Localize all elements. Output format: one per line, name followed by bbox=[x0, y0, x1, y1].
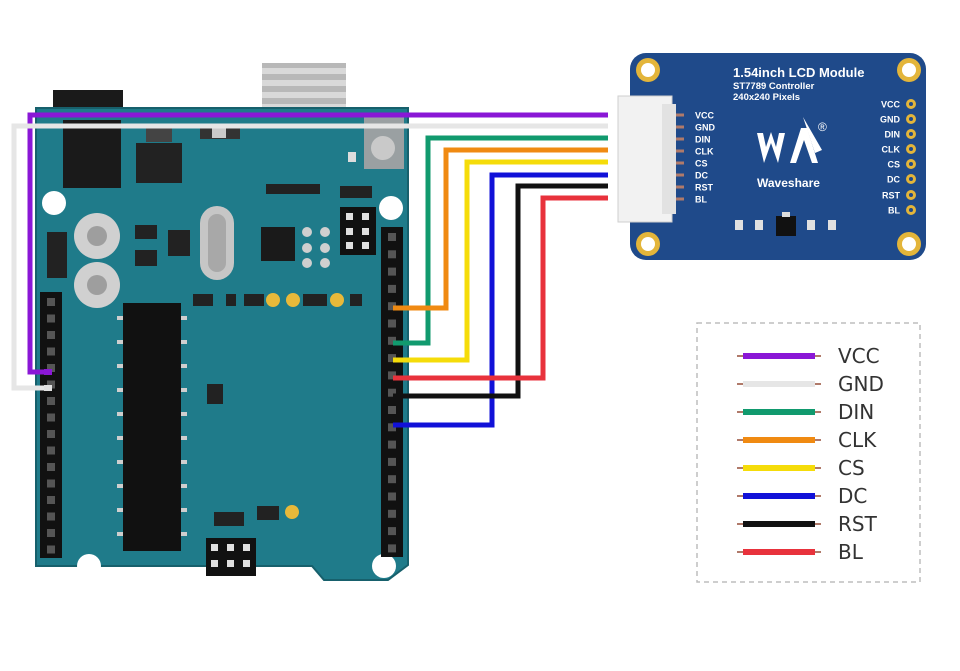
lcd-pad-label-cs: CS bbox=[887, 160, 900, 170]
wire-vcc bbox=[27, 112, 608, 375]
legend-swatch-cs bbox=[743, 465, 815, 471]
legend-label-gnd: GND bbox=[838, 372, 884, 396]
lcd-subtitle-controller: ST7789 Controller bbox=[733, 81, 815, 92]
lcd-module: 1.54inch LCD Module ST7789 Controller 24… bbox=[617, 53, 926, 260]
legend-label-cs: CS bbox=[838, 456, 865, 480]
legend-swatch-din bbox=[743, 409, 815, 415]
registered-mark: ® bbox=[818, 120, 827, 134]
legend-swatch-gnd bbox=[743, 381, 815, 387]
wire-cs bbox=[393, 159, 608, 363]
legend-box bbox=[696, 322, 921, 583]
legend-label-vcc: VCC bbox=[838, 344, 880, 368]
lcd-pin-label-vcc: VCC bbox=[695, 111, 715, 121]
lcd-pad-label-din: DIN bbox=[885, 130, 901, 140]
legend-label-rst: RST bbox=[838, 512, 878, 536]
lcd-pin-label-cs: CS bbox=[695, 159, 708, 169]
lcd-pad-label-gnd: GND bbox=[880, 115, 901, 125]
lcd-pad-label-dc: DC bbox=[887, 175, 900, 185]
lcd-pin-label-clk: CLK bbox=[695, 147, 714, 157]
lcd-pin-label-bl: BL bbox=[695, 195, 707, 205]
lcd-pad-label-clk: CLK bbox=[882, 145, 901, 155]
lcd-pad-label-bl: BL bbox=[888, 206, 900, 216]
lcd-brand: Waveshare bbox=[757, 176, 820, 190]
lcd-title: 1.54inch LCD Module bbox=[733, 65, 864, 80]
legend-swatch-dc bbox=[743, 493, 815, 499]
usb-chip bbox=[261, 227, 295, 261]
arduino-board bbox=[35, 63, 409, 581]
legend-label-clk: CLK bbox=[838, 428, 877, 452]
wire-dc bbox=[393, 172, 608, 428]
waveshare-logo-icon bbox=[757, 117, 822, 163]
lcd-pad-label-vcc: VCC bbox=[881, 100, 901, 110]
lcd-pad-label-rst: RST bbox=[882, 191, 901, 201]
legend-label-bl: BL bbox=[838, 540, 864, 564]
lcd-subtitle-pixels: 240x240 Pixels bbox=[733, 92, 800, 103]
lcd-pin-label-dc: DC bbox=[695, 171, 708, 181]
wires bbox=[11, 112, 608, 428]
lcd-pin-label-din: DIN bbox=[695, 135, 711, 145]
legend: VCC GND DIN CLK CS DC RST BL bbox=[696, 322, 921, 583]
legend-swatch-rst bbox=[743, 521, 815, 527]
lcd-pin-label-gnd: GND bbox=[695, 123, 716, 133]
wire-gnd bbox=[11, 123, 608, 391]
wire-bl bbox=[393, 195, 608, 381]
legend-swatch-clk bbox=[743, 437, 815, 443]
wire-din bbox=[393, 135, 608, 346]
wire-rst bbox=[393, 183, 608, 399]
legend-swatch-bl bbox=[743, 549, 815, 555]
left-header bbox=[40, 292, 62, 558]
legend-label-dc: DC bbox=[838, 484, 867, 508]
atmega-chip bbox=[123, 303, 181, 551]
legend-label-din: DIN bbox=[838, 400, 874, 424]
legend-swatch-vcc bbox=[743, 353, 815, 359]
lcd-pin-label-rst: RST bbox=[695, 183, 714, 193]
wire-clk bbox=[393, 147, 608, 311]
